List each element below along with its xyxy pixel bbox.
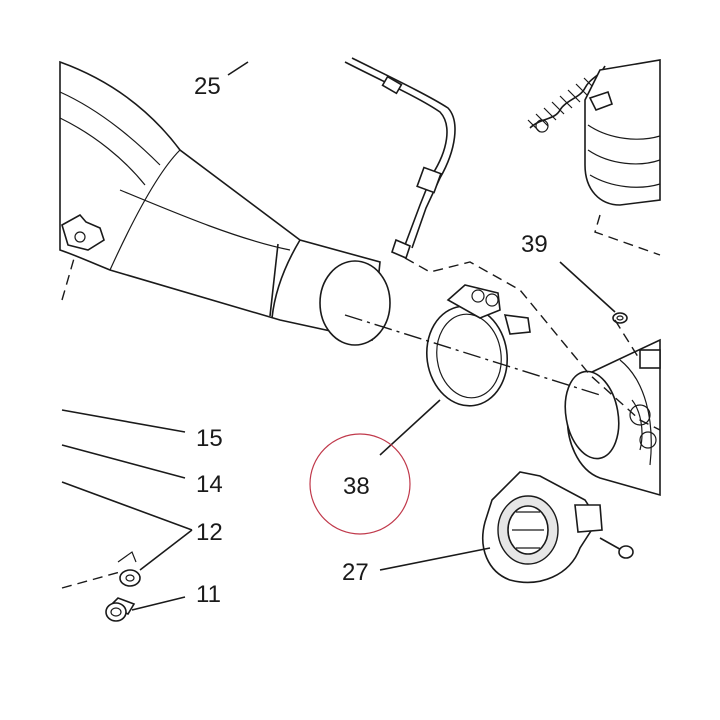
exhaust-pipe	[59, 60, 391, 346]
callout-14: 14	[196, 471, 223, 498]
spring	[527, 65, 606, 133]
callout-39: 39	[521, 231, 548, 258]
callout-11: 11	[196, 581, 221, 608]
pipe-bracket	[61, 213, 105, 251]
sensor-cable	[344, 57, 456, 260]
callout-12: 12	[196, 519, 223, 546]
highlight-ring-38	[309, 433, 411, 535]
washer-12	[117, 551, 141, 587]
callout-25: 25	[194, 73, 221, 100]
callout-27: 27	[342, 559, 369, 586]
mount-bracket-27	[481, 471, 603, 584]
callout-38: 38	[343, 473, 370, 500]
collector-pipe	[564, 338, 661, 497]
leader-lines	[61, 61, 616, 611]
washer-39	[612, 312, 628, 324]
bolt-small	[599, 537, 634, 559]
canister	[584, 59, 661, 206]
exhaust-clamp	[425, 284, 531, 407]
bolt-11	[105, 597, 136, 622]
assembly-axes	[61, 214, 661, 589]
callout-15: 15	[196, 425, 223, 452]
